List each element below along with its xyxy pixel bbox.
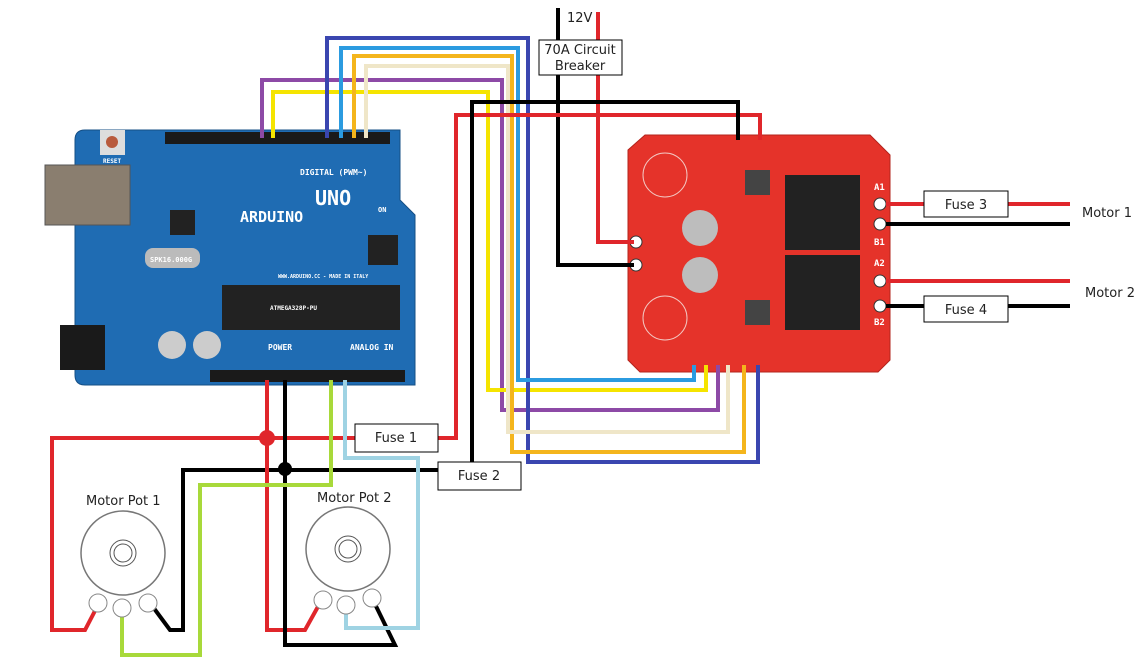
crystal-label: SPK16.000G bbox=[150, 256, 192, 264]
capacitor bbox=[682, 210, 718, 246]
on-label: ON bbox=[378, 206, 386, 214]
fuse-1: Fuse 1 bbox=[354, 423, 439, 453]
junction-dot-red bbox=[259, 430, 275, 446]
arduino-logo-text: ARDUINO bbox=[240, 208, 303, 226]
fuse-3: Fuse 3 bbox=[923, 190, 1009, 218]
usb-port bbox=[44, 164, 131, 226]
power-analog-header bbox=[210, 370, 405, 382]
capacitor bbox=[158, 331, 186, 359]
fuse-3-label: Fuse 3 bbox=[945, 198, 987, 213]
crystal bbox=[145, 248, 200, 268]
output-label-a1: A1 bbox=[874, 183, 885, 193]
fuse-2-label: Fuse 2 bbox=[458, 469, 500, 484]
digital-header bbox=[165, 132, 390, 144]
fuse-4: Fuse 4 bbox=[923, 295, 1009, 323]
arduino-uno-board: ARDUINO UNO DIGITAL (PWM~) POWER ANALOG … bbox=[44, 129, 416, 386]
output-label-b1: B1 bbox=[874, 238, 885, 248]
motor-2-label: Motor 2 bbox=[1085, 286, 1135, 301]
fuse-2: Fuse 2 bbox=[437, 461, 522, 491]
wire-light-blue bbox=[339, 46, 696, 382]
wire-12v-positive bbox=[596, 12, 634, 244]
breaker-label-line1: 70A Circuit bbox=[544, 43, 615, 58]
wire-a0-green bbox=[120, 380, 333, 657]
12v-label: 12V bbox=[567, 11, 593, 26]
junction-dot-black bbox=[278, 462, 292, 476]
motor-pot-1 bbox=[80, 510, 166, 618]
motor-driver-shield: A1 B1 A2 B2 bbox=[627, 134, 891, 373]
reset-label: RESET bbox=[103, 158, 121, 165]
pot-2-label: Motor Pot 2 bbox=[317, 491, 392, 506]
power-jack bbox=[60, 325, 105, 370]
fuse-4-label: Fuse 4 bbox=[945, 303, 987, 318]
capacitor bbox=[682, 257, 718, 293]
fuse-1-label: Fuse 1 bbox=[375, 431, 417, 446]
wire-purple bbox=[260, 78, 720, 412]
power-label: POWER bbox=[268, 343, 292, 352]
digital-label: DIGITAL (PWM~) bbox=[300, 168, 367, 177]
wire-dark-blue bbox=[325, 36, 760, 464]
wire-gnd-arduino bbox=[283, 380, 399, 647]
wire-5v-red bbox=[265, 380, 322, 632]
output-label-a2: A2 bbox=[874, 259, 885, 269]
url-label: WWW.ARDUINO.CC - MADE IN ITALY bbox=[278, 274, 368, 280]
wire-a1-pale-blue bbox=[343, 380, 420, 630]
atmega-chip bbox=[222, 285, 400, 330]
wire-orange-yellow bbox=[352, 54, 746, 454]
pot-1-label: Motor Pot 1 bbox=[86, 494, 161, 509]
wire-vin-red bbox=[50, 113, 762, 632]
uno-logo-text: UNO bbox=[315, 186, 351, 210]
driver-chip-1 bbox=[785, 175, 860, 250]
icsp-header bbox=[368, 235, 398, 265]
usb-chip bbox=[170, 210, 195, 235]
output-label-b2: B2 bbox=[874, 318, 885, 328]
wire-yellow bbox=[271, 90, 708, 392]
chip-label: ATMEGA328P-PU bbox=[270, 305, 317, 312]
wire-12v-ground bbox=[556, 8, 634, 267]
circuit-breaker: 70A Circuit Breaker bbox=[538, 39, 623, 76]
motor-1-label: Motor 1 bbox=[1082, 206, 1132, 221]
wire-cream bbox=[364, 64, 730, 434]
breaker-label-line2: Breaker bbox=[555, 59, 606, 74]
analog-label: ANALOG IN bbox=[350, 343, 394, 352]
wire-gnd-black bbox=[148, 100, 740, 632]
capacitor bbox=[193, 331, 221, 359]
driver-chip-2 bbox=[785, 255, 860, 330]
motor-pot-2 bbox=[305, 506, 391, 615]
